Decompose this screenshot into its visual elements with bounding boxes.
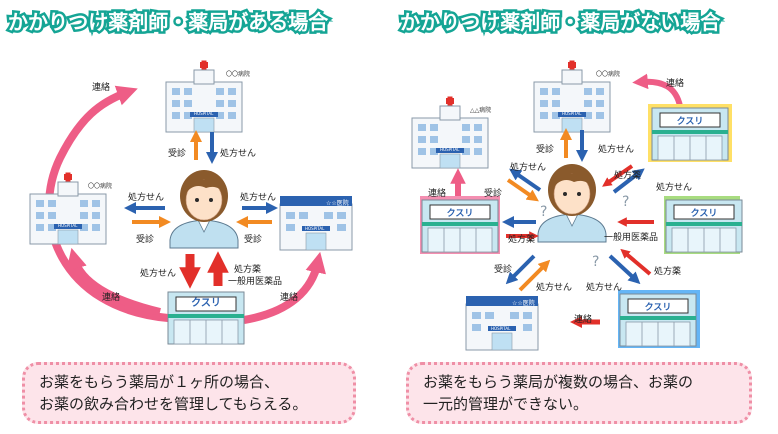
left-pharmacist-icon (169, 169, 239, 249)
right-jushin-clinic-arrow (518, 259, 551, 292)
right-caption-line1: お薬をもらう薬局が複数の場合、お薬の (423, 373, 694, 391)
left-label-shohosen-left: 処方せん (128, 193, 165, 203)
right-pharmacist-icon (537, 163, 607, 243)
right-pharmacy-yellow-sign: クスリ (677, 116, 704, 127)
left-top-hospital-name: 〇〇病院 (226, 70, 250, 78)
right-clinic-name: ☆☆医院 (512, 299, 535, 307)
right-pharmacy-pink-icon (421, 199, 499, 253)
right-question-3: ? (592, 254, 599, 270)
left-caption-line1: お薬をもらう薬局が１ヶ所の場合、 (39, 373, 280, 391)
right-label-shohosen-lhosp: 処方せん (510, 163, 547, 173)
left-label-shohosen-right: 処方せん (240, 193, 277, 203)
left-hospital-name: 〇〇病院 (88, 182, 112, 190)
right-label-shohosen-blue: 処方せん (586, 283, 623, 293)
right-label-shohoyaku-blue: 処方薬 (654, 267, 682, 277)
right-clinic-sign: HOSPITAL (491, 326, 511, 331)
right-question-1: ? (540, 204, 547, 220)
right-top-hospital-sign: HOSPITAL (562, 111, 582, 116)
right-shohosen-blue-arrow (608, 254, 641, 285)
left-curve-clinic-arrow (66, 247, 161, 316)
left-label-jushin-left: 受診 (136, 235, 155, 245)
right-label-shohoyaku-yellow: 処方薬 (614, 171, 642, 181)
right-shohosen-to-lhosp-arrow (509, 168, 542, 192)
left-label-shohoyaku-bottom: 処方薬 (234, 265, 262, 275)
right-shohosen-yellow-arrow (612, 168, 645, 194)
right-caption-box: お薬をもらう薬局が複数の場合、お薬の 一元的管理ができない。 (406, 362, 752, 424)
right-label-jushin-clinic: 受診 (494, 265, 513, 275)
left-label-shohosen-bottom: 処方せん (140, 269, 177, 279)
title-right: かかりつけ薬剤師・薬局がない場合 (397, 8, 722, 37)
left-hospital-sign: HOSPITAL (58, 223, 78, 228)
left-label-renraku-right: 連絡 (280, 293, 299, 303)
left-pharmacy-sign: クスリ (191, 297, 221, 309)
right-pharmacy-pink-sign: クスリ (447, 208, 474, 219)
right-pharmacy-green-icon (665, 199, 743, 253)
right-caption-line2: 一元的管理ができない。 (423, 395, 589, 413)
left-label-shohosen-top: 処方せん (220, 149, 257, 159)
right-top-hospital-name: 〇〇病院 (596, 70, 620, 78)
right-label-renraku-left: 連絡 (428, 189, 447, 199)
right-label-shohosen-clinic: 処方せん (536, 283, 573, 293)
right-shohoyaku-yellow-arrow (602, 164, 634, 187)
right-pharmacy-blue-sign: クスリ (645, 302, 672, 313)
right-label-jushin-top: 受診 (536, 145, 555, 155)
left-label-ippan-bottom: 一般用医薬品 (228, 277, 283, 287)
title-left: かかりつけ薬剤師・薬局がある場合 (5, 8, 330, 37)
left-curve-renraku-arrow (45, 85, 169, 322)
left-label-renraku-top: 連絡 (92, 83, 111, 93)
right-jushin-lhosp-arrow (506, 178, 539, 202)
right-label-shohosen-yellow: 処方せん (656, 183, 693, 193)
left-caption-line2: お薬の飲み合わせを管理してもらえる。 (39, 395, 308, 413)
right-label-shohosen-top: 処方せん (598, 145, 635, 155)
right-pharmacy-green-sign: クスリ (691, 208, 718, 219)
left-clinic-sign: HOSPITAL (305, 226, 325, 231)
right-pharmacy-yellow-icon (651, 107, 729, 161)
left-label-renraku-left: 連絡 (102, 293, 121, 303)
right-question-2: ? (622, 194, 629, 210)
right-left-hospital-name: △△病院 (470, 106, 491, 114)
left-clinic-name: ☆☆医院 (326, 199, 349, 207)
right-label-renraku-top: 連絡 (666, 79, 685, 89)
right-label-ippan-green: 一般用医薬品 (604, 233, 659, 243)
right-label-jushin-lhosp: 受診 (484, 189, 503, 199)
left-label-jushin-top: 受診 (168, 149, 187, 159)
left-top-hospital-sign: HOSPITAL (194, 111, 214, 116)
right-left-hospital-sign: HOSPITAL (440, 147, 460, 152)
right-shohoyaku-blue-arrow (620, 248, 652, 276)
left-curve-iin-arrow (243, 251, 326, 324)
left-label-jushin-right: 受診 (244, 235, 263, 245)
right-pharmacy-blue-icon (619, 293, 697, 347)
right-renraku-top-arrow (632, 73, 683, 107)
left-caption-box: お薬をもらう薬局が１ヶ所の場合、 お薬の飲み合わせを管理してもらえる。 (22, 362, 356, 424)
right-label-shohoyaku-pink: 処方薬 (508, 235, 536, 245)
right-label-renraku-bottom: 連絡 (574, 315, 593, 325)
right-shohosen-clinic-arrow (505, 254, 536, 285)
